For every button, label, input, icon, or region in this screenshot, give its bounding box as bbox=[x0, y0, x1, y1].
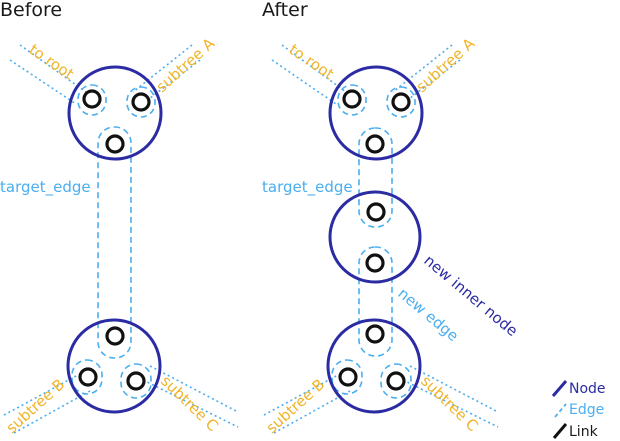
link bbox=[365, 134, 385, 154]
new-inner-node bbox=[328, 190, 422, 284]
link bbox=[365, 324, 385, 344]
before-bottom-node bbox=[66, 318, 162, 414]
subtree-b-edge bbox=[263, 374, 351, 434]
before-top-node bbox=[67, 65, 163, 161]
subtree-b-label: subtree B bbox=[3, 375, 69, 437]
legend-link-swatch bbox=[552, 423, 568, 439]
subtree-c-label: subtree C bbox=[157, 372, 221, 435]
before-heading: Before bbox=[0, 0, 62, 21]
link bbox=[391, 92, 411, 112]
subtree-c-edge bbox=[142, 365, 239, 428]
subtree-b-edge-end bbox=[71, 359, 103, 395]
after-panel: to root subtree A target_edge new inner … bbox=[262, 34, 521, 437]
target-edge bbox=[97, 126, 132, 359]
subtree-a-label: subtree A bbox=[413, 34, 479, 96]
link bbox=[338, 367, 358, 387]
legend: Node Edge Link bbox=[551, 380, 606, 440]
subtree-c-edge-end bbox=[120, 363, 152, 399]
link bbox=[366, 202, 386, 222]
new-edge-label: new edge bbox=[394, 284, 462, 345]
new-edge bbox=[358, 246, 393, 357]
subtree-a-label: subtree A bbox=[153, 34, 219, 96]
target-edge bbox=[358, 127, 393, 228]
legend-edge-label: Edge bbox=[569, 402, 604, 418]
link bbox=[78, 367, 98, 387]
link bbox=[105, 134, 125, 154]
subtree-b-edge bbox=[3, 374, 91, 434]
subtree-a-edge-end bbox=[126, 86, 156, 118]
to-root-edge bbox=[9, 44, 87, 105]
link bbox=[365, 253, 385, 273]
to-root-label: to root bbox=[26, 40, 78, 83]
legend-node-swatch bbox=[551, 380, 568, 397]
to-root-edge bbox=[271, 44, 347, 105]
after-bottom-node bbox=[326, 318, 422, 414]
subtree-c-edge-end bbox=[380, 363, 412, 399]
link bbox=[105, 326, 125, 346]
subtree-a-edge bbox=[132, 44, 201, 106]
legend-edge-swatch bbox=[554, 403, 567, 418]
target-edge-label: target_edge bbox=[262, 178, 353, 197]
subtree-c-label: subtree C bbox=[417, 372, 481, 435]
link bbox=[131, 92, 151, 112]
after-top-node bbox=[328, 65, 424, 161]
after-heading: After bbox=[262, 0, 308, 21]
target-edge-label: target_edge bbox=[0, 178, 91, 197]
link bbox=[126, 371, 146, 391]
subtree-a-edge-end bbox=[386, 86, 416, 118]
to-root-edge-end bbox=[77, 84, 107, 116]
subtree-b-edge-end bbox=[331, 359, 363, 395]
subtree-a-edge bbox=[392, 44, 461, 106]
legend-node-label: Node bbox=[569, 381, 606, 397]
to-root-label: to root bbox=[286, 40, 338, 83]
link bbox=[342, 89, 362, 109]
to-root-edge-end bbox=[337, 84, 367, 116]
link bbox=[386, 371, 406, 391]
before-panel: to root subtree A target_edge subtree B … bbox=[0, 34, 239, 437]
subtree-c-edge bbox=[402, 365, 499, 428]
subtree-b-label: subtree B bbox=[263, 375, 329, 437]
legend-link-label: Link bbox=[569, 424, 599, 440]
link bbox=[82, 89, 102, 109]
